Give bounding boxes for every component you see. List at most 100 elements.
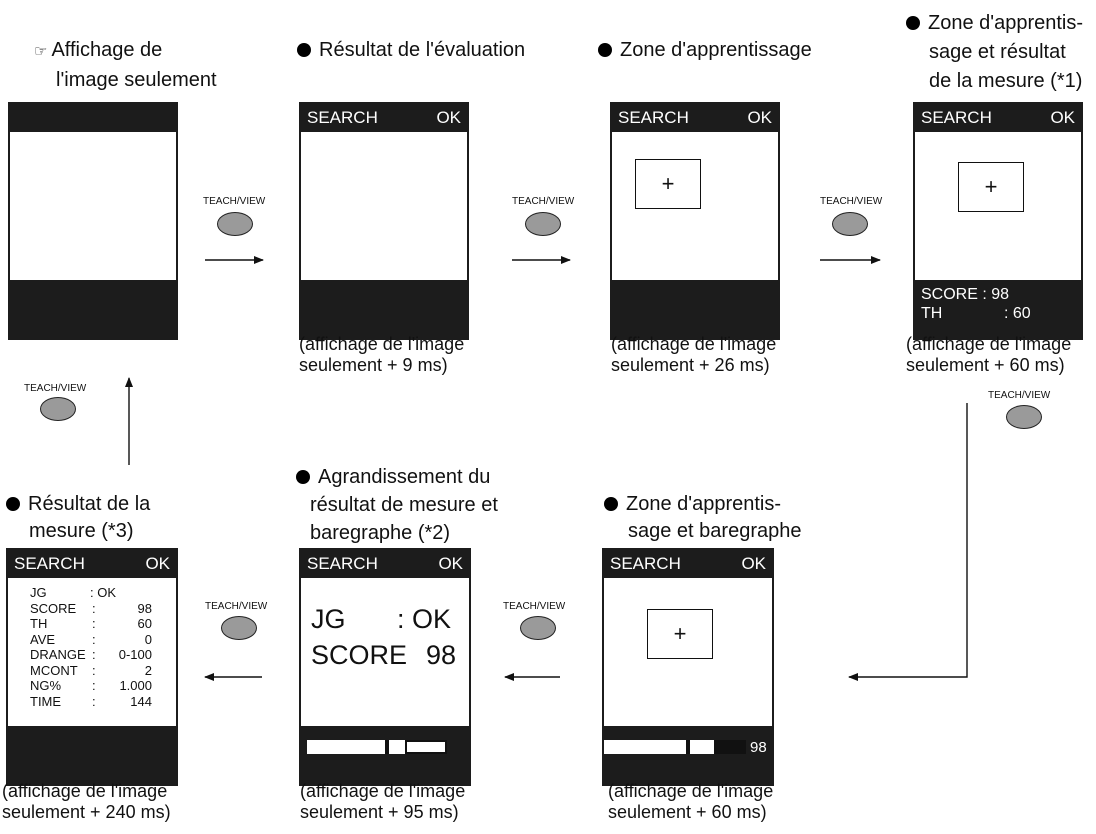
measurement-value: 0-100 bbox=[118, 647, 152, 662]
measurement-label: NG% bbox=[30, 678, 62, 693]
screen-header: SEARCH OK bbox=[913, 102, 1083, 132]
jg-value: : OK bbox=[397, 604, 452, 634]
step4-title-line2: sage et résultat bbox=[929, 41, 1066, 63]
header-mode: SEARCH bbox=[307, 108, 378, 127]
bullet-icon bbox=[604, 497, 618, 511]
measurement-separator: : bbox=[92, 631, 96, 647]
teach-view-label: TEACH/VIEW bbox=[203, 196, 266, 207]
arrow-down-left bbox=[848, 403, 968, 681]
teach-view-button[interactable] bbox=[1006, 405, 1042, 429]
teach-view-label: TEACH/VIEW bbox=[205, 601, 268, 612]
measurement-label: DRANGE bbox=[30, 647, 86, 662]
measurement-label: TH bbox=[30, 616, 48, 631]
teach-view-label: TEACH/VIEW bbox=[512, 196, 575, 207]
step1-title-line1: Affichage de bbox=[51, 39, 163, 61]
th-value: : 60 bbox=[1004, 305, 1031, 322]
measurement-label: MCONT bbox=[30, 662, 78, 678]
score-bargraph bbox=[307, 740, 447, 754]
bullet-icon bbox=[297, 43, 311, 57]
score-readout: SCORE : 98 bbox=[921, 286, 1010, 303]
bar-value: 98 bbox=[750, 739, 767, 756]
measurement-value: 144 bbox=[130, 693, 152, 709]
step3-title: Zone d'apprentissage bbox=[598, 37, 812, 63]
step1-title: ☞Affichage de bbox=[34, 37, 162, 65]
image-area bbox=[10, 132, 176, 280]
bar-fill bbox=[714, 740, 746, 754]
header-mode: SEARCH bbox=[610, 554, 681, 573]
header-status: OK bbox=[741, 554, 766, 573]
screen-step3: SEARCH OK + bbox=[610, 102, 780, 340]
measurement-separator: : bbox=[92, 600, 96, 616]
teach-view-button[interactable] bbox=[520, 616, 556, 640]
header-status: OK bbox=[436, 108, 461, 127]
step4-title-line3: de la mesure (*1) bbox=[929, 70, 1083, 92]
step3-caption-line2: seulement + 26 ms) bbox=[611, 355, 770, 375]
step6-title-line3: baregraphe (*2) bbox=[310, 522, 451, 544]
teach-area-box: + bbox=[958, 162, 1024, 212]
step7-caption-line2: seulement + 240 ms) bbox=[2, 802, 171, 822]
step5-title: Zone d'apprentis- bbox=[604, 491, 781, 517]
image-area: + bbox=[604, 578, 772, 726]
teach-view-label: TEACH/VIEW bbox=[503, 601, 566, 612]
measurement-separator: : bbox=[92, 662, 96, 678]
screen-step1 bbox=[8, 102, 178, 340]
bullet-icon bbox=[6, 497, 20, 511]
teach-view-label: TEACH/VIEW bbox=[820, 196, 883, 207]
step5-caption-line2: seulement + 60 ms) bbox=[608, 802, 767, 822]
bar-fill bbox=[405, 740, 447, 754]
step4-caption-line2: seulement + 60 ms) bbox=[906, 355, 1065, 375]
teach-view-label: TEACH/VIEW bbox=[988, 390, 1051, 401]
measurement-label: SCORE bbox=[30, 600, 77, 616]
step2-caption-line1: (affichage de l'image bbox=[299, 334, 465, 354]
teach-view-button[interactable] bbox=[221, 616, 257, 640]
teach-view-button[interactable] bbox=[217, 212, 253, 236]
header-mode: SEARCH bbox=[14, 554, 85, 573]
step7-caption-line1: (affichage de l'image bbox=[2, 781, 168, 801]
step1-title-line2: l'image seulement bbox=[56, 69, 217, 91]
measurement-separator: : bbox=[92, 693, 96, 709]
teach-view-button[interactable] bbox=[40, 397, 76, 421]
measurement-label: TIME bbox=[30, 693, 62, 709]
crosshair-icon: + bbox=[661, 171, 675, 196]
step7-title: Résultat de la bbox=[6, 491, 150, 517]
step5-title-line2: sage et baregraphe bbox=[628, 520, 802, 542]
screen-header: SEARCH OK bbox=[299, 102, 469, 132]
step6-title: Agrandissement du bbox=[296, 464, 490, 490]
measurement-value: 0 bbox=[144, 631, 152, 647]
bullet-icon bbox=[598, 43, 612, 57]
score-value: 98 bbox=[426, 640, 457, 670]
measurement-separator: : OK bbox=[90, 585, 117, 600]
score-label: SCORE bbox=[311, 640, 408, 670]
step4-title: Zone d'apprentis- bbox=[906, 10, 1083, 36]
step3-caption-line1: (affichage de l'image bbox=[611, 334, 777, 354]
threshold-marker bbox=[686, 740, 690, 754]
image-area: + bbox=[915, 132, 1081, 280]
image-area: + bbox=[612, 132, 778, 280]
teach-area-box: + bbox=[635, 159, 701, 209]
header-status: OK bbox=[438, 554, 463, 573]
header-status: OK bbox=[145, 554, 170, 573]
header-status: OK bbox=[1050, 108, 1075, 127]
measurement-label: AVE bbox=[30, 631, 56, 647]
step2-caption-line2: seulement + 9 ms) bbox=[299, 355, 448, 375]
image-area bbox=[301, 132, 467, 280]
teach-area-box: + bbox=[647, 609, 713, 659]
score-bargraph bbox=[604, 740, 746, 754]
measurement-value: 60 bbox=[137, 616, 152, 631]
step7-title-line2: mesure (*3) bbox=[29, 520, 134, 542]
header-mode: SEARCH bbox=[921, 108, 992, 127]
screen-step2: SEARCH OK bbox=[299, 102, 469, 340]
measurement-value: 98 bbox=[137, 600, 152, 616]
teach-view-button[interactable] bbox=[832, 212, 868, 236]
teach-view-button[interactable] bbox=[525, 212, 561, 236]
measurement-separator: : bbox=[92, 678, 96, 693]
screen-header: SEARCH OK bbox=[610, 102, 780, 132]
header-status: OK bbox=[747, 108, 772, 127]
bullet-icon bbox=[906, 16, 920, 30]
measurement-separator: : bbox=[92, 647, 96, 662]
header-mode: SEARCH bbox=[618, 108, 689, 127]
